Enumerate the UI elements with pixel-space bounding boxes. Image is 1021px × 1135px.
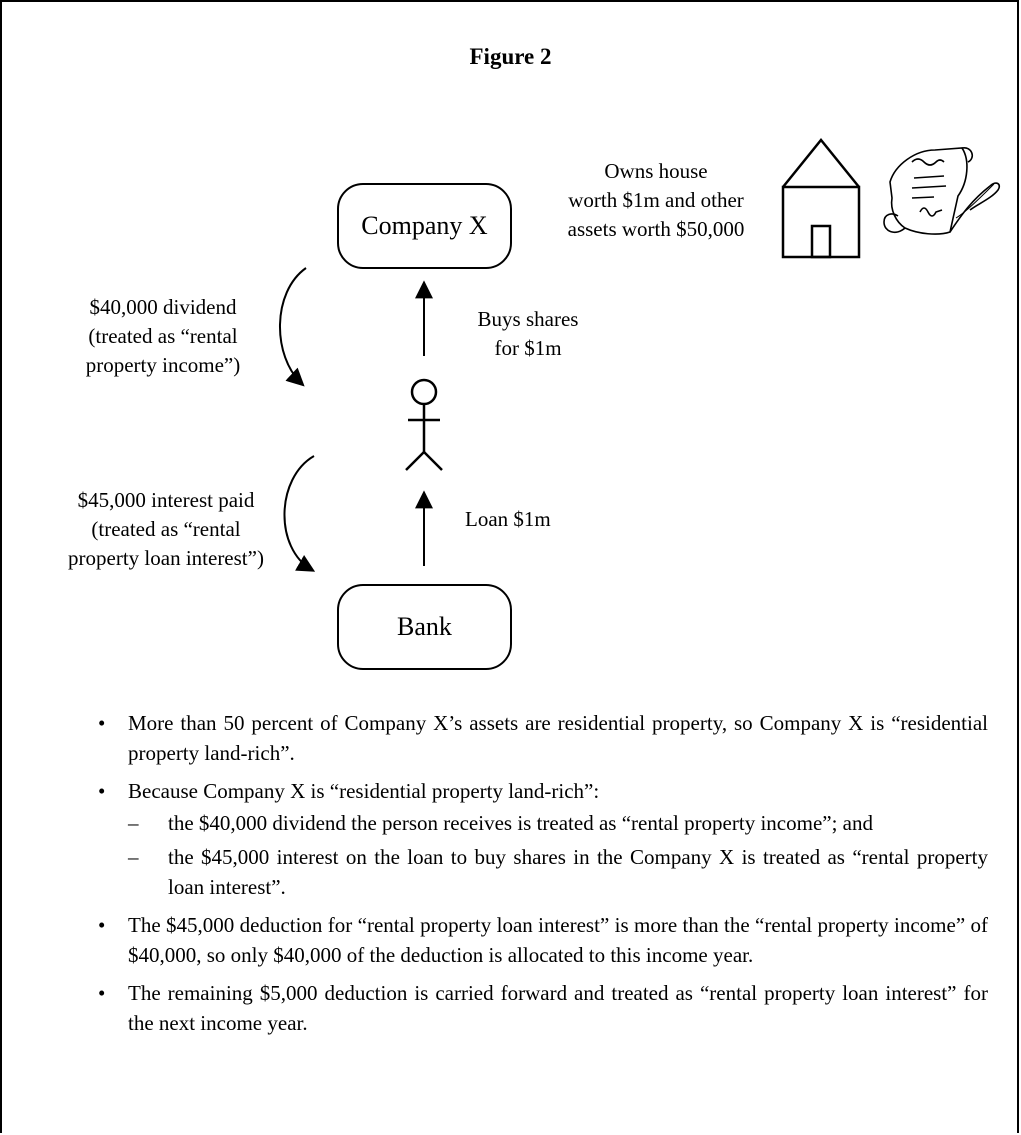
- sub-item-dividend: the $40,000 dividend the person receives…: [128, 808, 988, 838]
- diagram-graphics: [279, 138, 1001, 572]
- interest-line-3: property loan interest”): [68, 546, 264, 570]
- person-icon: [405, 378, 443, 471]
- bullet-land-rich-text: More than 50 percent of Company X’s asse…: [128, 711, 988, 765]
- bullet-because: Because Company X is “residential proper…: [98, 776, 988, 902]
- buys-shares-line-1: Buys shares: [477, 307, 579, 331]
- bullet-because-text: Because Company X is “residential proper…: [128, 779, 600, 803]
- buys-shares-line-2: for $1m: [494, 336, 562, 360]
- house-icon: [781, 138, 861, 259]
- figure-title: Figure 2: [469, 44, 552, 69]
- interest-label: $45,000 interest paid (treated as “renta…: [46, 486, 286, 573]
- owns-house-line-3: assets worth $50,000: [567, 217, 745, 241]
- bullet-deduction-text: The $45,000 deduction for “rental proper…: [128, 913, 988, 967]
- sub-item-interest: the $45,000 interest on the loan to buy …: [128, 842, 988, 902]
- sub-item-interest-text: the $45,000 interest on the loan to buy …: [168, 845, 988, 899]
- explanation-list: More than 50 percent of Company X’s asse…: [98, 708, 988, 1046]
- dividend-line-2: (treated as “rental: [88, 324, 238, 348]
- dividend-line-1: $40,000 dividend: [89, 295, 237, 319]
- owns-house-line-1: Owns house: [604, 159, 708, 183]
- interest-line-1: $45,000 interest paid: [77, 488, 255, 512]
- bullet-land-rich: More than 50 percent of Company X’s asse…: [98, 708, 988, 768]
- sub-list: the $40,000 dividend the person receives…: [128, 808, 988, 902]
- owns-house-line-2: worth $1m and other: [568, 188, 744, 212]
- bank-node: Bank: [337, 584, 512, 670]
- dividend-line-3: property income”): [85, 353, 241, 377]
- interest-curve-arrow: [283, 455, 316, 572]
- sub-item-dividend-text: the $40,000 dividend the person receives…: [168, 811, 873, 835]
- dividend-curve-arrow: [279, 267, 307, 387]
- loan-text: Loan $1m: [465, 507, 551, 531]
- owns-house-label: Owns house worth $1m and other assets wo…: [540, 157, 772, 244]
- buys-shares-label: Buys shares for $1m: [468, 305, 588, 363]
- bullet-carry-forward: The remaining $5,000 deduction is carrie…: [98, 978, 988, 1038]
- bank-label: Bank: [397, 612, 452, 641]
- bullet-carry-forward-text: The remaining $5,000 deduction is carrie…: [128, 981, 988, 1035]
- loan-label: Loan $1m: [465, 505, 585, 534]
- interest-line-2: (treated as “rental: [91, 517, 241, 541]
- dividend-label: $40,000 dividend (treated as “rental pro…: [56, 293, 270, 380]
- bullet-deduction: The $45,000 deduction for “rental proper…: [98, 910, 988, 970]
- company-x-label: Company X: [361, 211, 488, 240]
- deed-scroll-icon: [883, 147, 1001, 235]
- company-x-node: Company X: [337, 183, 512, 269]
